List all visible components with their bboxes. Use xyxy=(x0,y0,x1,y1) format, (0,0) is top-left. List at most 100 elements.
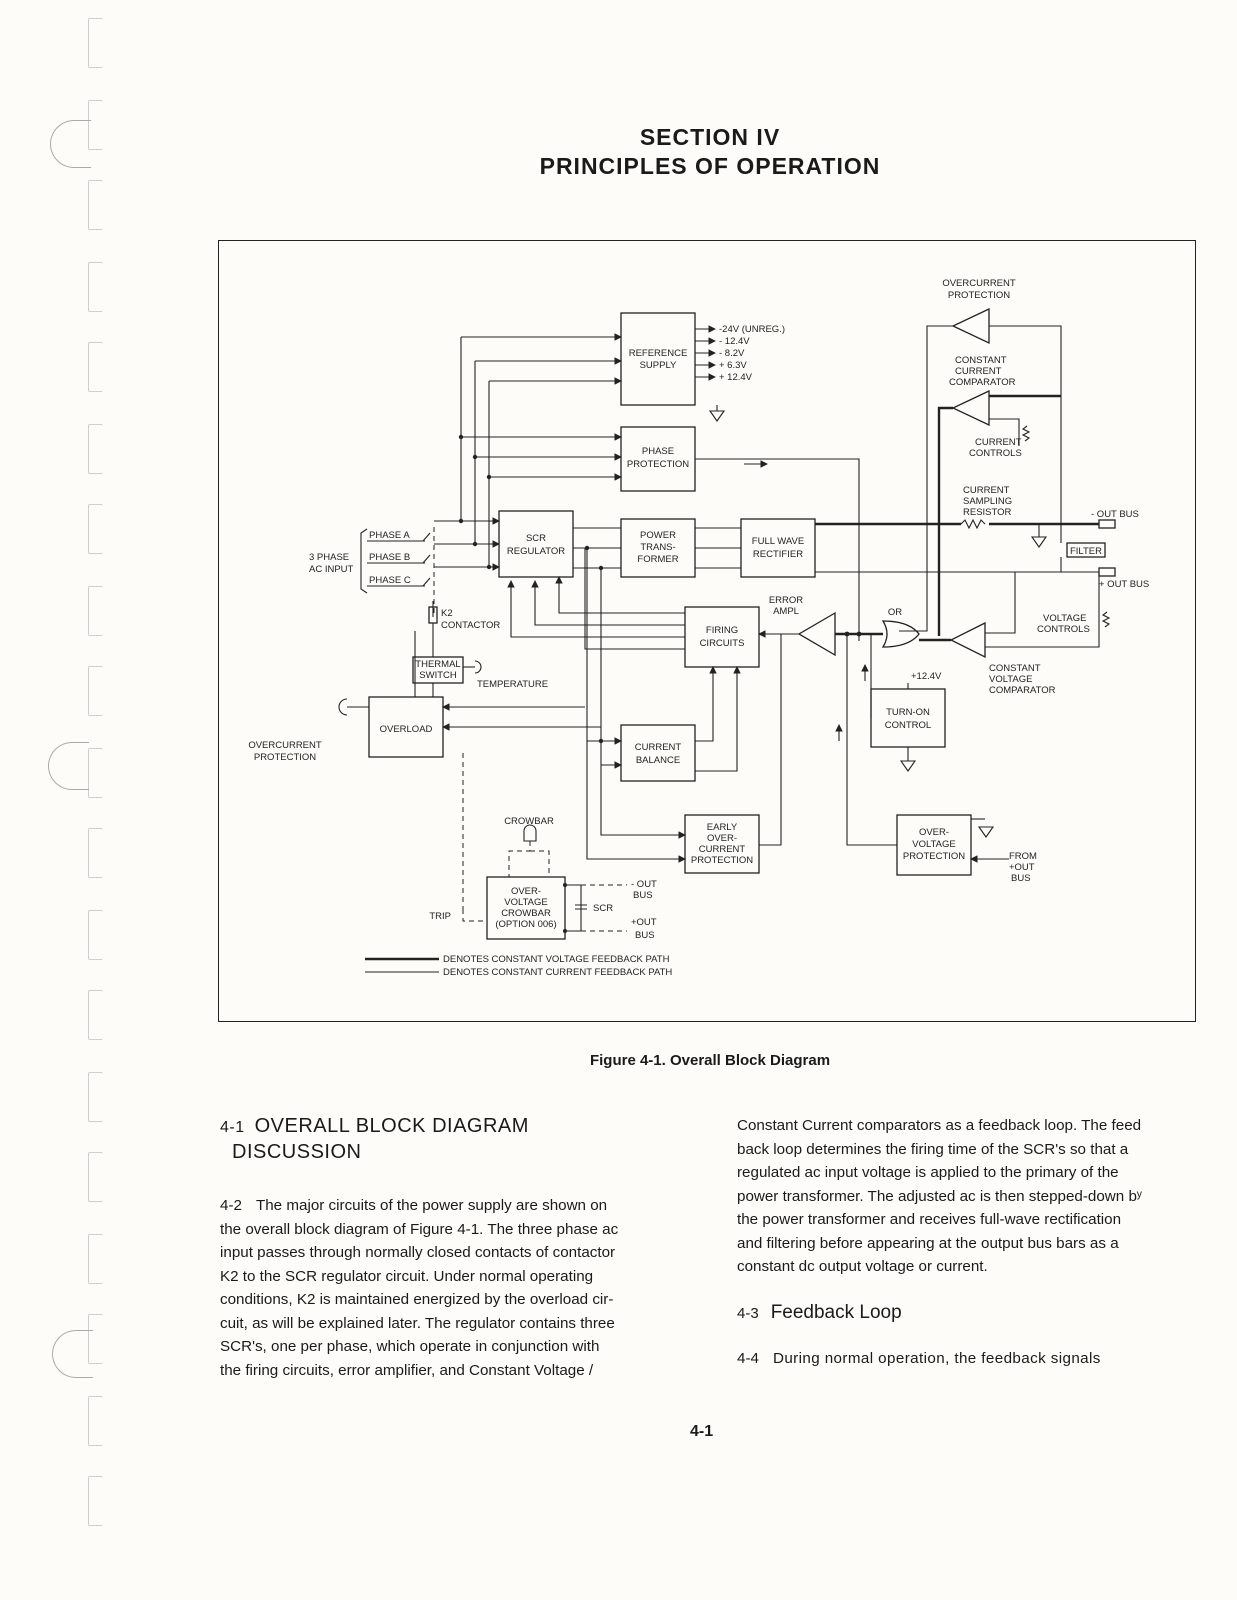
para-4-4-text: During normal operation, the feedback si… xyxy=(772,1350,1101,1367)
full-wave-rectifier-label-2: RECTIFIER xyxy=(753,549,803,560)
binder-hole xyxy=(88,1072,103,1122)
overload-label: OVERLOAD xyxy=(380,724,433,735)
crowbar-label: CROWBAR xyxy=(504,816,554,827)
voltage-controls-label-2: CONTROLS xyxy=(1037,624,1090,635)
cv-comparator-label-1: CONSTANT xyxy=(989,663,1041,674)
thermal-switch-label-2: SWITCH xyxy=(419,670,457,681)
early-overcurrent-protection-block xyxy=(684,814,760,874)
ovc-label-1: OVER- xyxy=(511,886,541,897)
binder-hole xyxy=(88,666,103,716)
binder-hole xyxy=(88,1476,103,1526)
legend-cc-text: DENOTES CONSTANT CURRENT FEEDBACK PATH xyxy=(443,967,672,978)
crowbar-out-minus-label-2: BUS xyxy=(633,890,653,901)
binder-hole xyxy=(88,828,103,878)
turn-on-supply-label: +12.4V xyxy=(911,671,942,682)
para-4-2-line: conditions, K2 is maintained energized b… xyxy=(220,1291,614,1308)
overall-block-diagram: REFERENCE SUPPLY PHASE PROTECTION SCR RE… xyxy=(248,278,1149,978)
para-4-2-text: The major circuits of the power supply a… xyxy=(255,1197,608,1214)
from-out-bus-label-1: FROM xyxy=(1009,851,1037,862)
crowbar-out-plus-label-1: +OUT xyxy=(631,917,657,928)
para-4-2-line: input passes through normally closed con… xyxy=(220,1244,616,1261)
full-wave-rectifier-label-1: FULL WAVE xyxy=(752,536,804,547)
scr-regulator-label-2: REGULATOR xyxy=(507,546,565,557)
para-right-line: regulated ac input voltage is applied to… xyxy=(737,1164,1119,1181)
ovc-label-4: (OPTION 006) xyxy=(495,919,556,930)
block-diagram-frame: REFERENCE SUPPLY PHASE PROTECTION SCR RE… xyxy=(218,240,1196,1022)
heading-4-1-line2: DISCUSSION xyxy=(232,1141,362,1163)
reference-supply-block xyxy=(620,312,696,406)
full-wave-rectifier-block xyxy=(740,518,816,578)
heading-4-3-title: Feedback Loop xyxy=(770,1301,902,1323)
firing-circuits-label-2: CIRCUITS xyxy=(700,638,745,649)
ovc-label-2: VOLTAGE xyxy=(504,897,547,908)
voltage-controls-label-1: VOLTAGE xyxy=(1043,613,1086,624)
para-4-2-line: SCR's, one per phase, which operate in c… xyxy=(220,1338,600,1355)
heading-4-1-number: 4-1 xyxy=(220,1119,245,1136)
power-transformer-label-1: POWER xyxy=(640,530,676,541)
or-gate xyxy=(881,620,920,648)
k2-label: K2 xyxy=(441,608,453,619)
phase-c-label: PHASE C xyxy=(369,575,411,586)
ovc-label-3: CROWBAR xyxy=(501,908,551,919)
early-oc-label-1: EARLY xyxy=(707,822,738,833)
supply-output-1: -24V (UNREG.) xyxy=(719,324,785,335)
binder-hole xyxy=(88,586,103,636)
right-column: Constant Current comparators as a feedba… xyxy=(737,1114,1217,1371)
phase-b-label: PHASE B xyxy=(369,552,410,563)
cv-comparator-label-3: COMPARATOR xyxy=(989,685,1056,696)
current-balance-label-1: CURRENT xyxy=(635,742,682,753)
para-4-4-number: 4-4 xyxy=(737,1350,759,1367)
binder-hole xyxy=(88,180,103,230)
heading-4-3-number: 4-3 xyxy=(737,1304,759,1322)
turn-on-control-label-1: TURN-ON xyxy=(886,707,930,718)
thermal-switch-block xyxy=(412,656,464,684)
overcurrent-protection-left-label-2: PROTECTION xyxy=(254,752,316,763)
supply-output-3: - 8.2V xyxy=(719,348,745,359)
current-balance-block xyxy=(620,724,696,782)
from-out-bus-label-3: BUS xyxy=(1011,873,1031,884)
overcurrent-protection-top-label-2: PROTECTION xyxy=(948,290,1010,301)
binder-hole xyxy=(88,1152,103,1202)
firing-circuits-block xyxy=(684,606,760,668)
para-4-2-line: K2 to the SCR regulator circuit. Under n… xyxy=(220,1267,594,1285)
firing-circuits-label-1: FIRING xyxy=(706,625,738,636)
scr-regulator-label-1: SCR xyxy=(526,533,546,544)
crowbar-out-minus-label-1: - OUT xyxy=(631,879,657,890)
figure-caption: Figure 4-1. Overall Block Diagram xyxy=(589,1052,831,1069)
para-right-line: Constant Current comparators as a feedba… xyxy=(737,1117,1142,1134)
turn-on-control-block xyxy=(870,688,946,748)
para-right-line: power transformer. The adjusted ac is th… xyxy=(737,1187,1142,1205)
over-voltage-crowbar-block xyxy=(486,876,566,940)
para-4-4: 4-4 During normal operation, the feedback… xyxy=(737,1347,1217,1371)
para-right-line: back loop determines the firing time of … xyxy=(737,1140,1129,1158)
power-transformer-label-3: FORMER xyxy=(637,554,678,565)
binder-ring-mark xyxy=(48,742,89,790)
binder-hole xyxy=(88,342,103,392)
reference-supply-label-1: REFERENCE xyxy=(629,348,688,359)
reference-supply-label-2: SUPPLY xyxy=(640,360,677,371)
supply-output-2: - 12.4V xyxy=(719,336,750,347)
phase-protection-label-1: PHASE xyxy=(642,446,674,457)
binder-ring-mark xyxy=(50,120,91,168)
overcurrent-protection-left-label-1: OVERCURRENT xyxy=(248,740,322,751)
cc-comparator-label-3: COMPARATOR xyxy=(949,377,1016,388)
cv-comparator-label-2: VOLTAGE xyxy=(989,674,1032,685)
turn-on-control-label-2: CONTROL xyxy=(885,720,931,731)
para-4-2-line: the overall block diagram of Figure 4-1.… xyxy=(220,1220,619,1238)
current-controls-label-2: CONTROLS xyxy=(969,448,1022,459)
supply-output-5: + 12.4V xyxy=(719,372,753,383)
error-ampl-label-2: AMPL xyxy=(773,606,799,617)
para-right-line: the power transformer and receives full-… xyxy=(737,1211,1122,1228)
phase-protection-label-2: PROTECTION xyxy=(627,459,689,470)
overcurrent-protection-top-label-1: OVERCURRENT xyxy=(942,278,1016,289)
early-oc-label-3: CURRENT xyxy=(699,844,746,855)
binder-hole xyxy=(88,748,103,798)
or-label: OR xyxy=(888,607,902,618)
power-transformer-label-2: TRANS- xyxy=(640,542,675,553)
binder-hole xyxy=(88,1396,103,1446)
page-number: 4-1 xyxy=(690,1423,714,1440)
cc-comparator-label-1: CONSTANT xyxy=(955,355,1007,366)
